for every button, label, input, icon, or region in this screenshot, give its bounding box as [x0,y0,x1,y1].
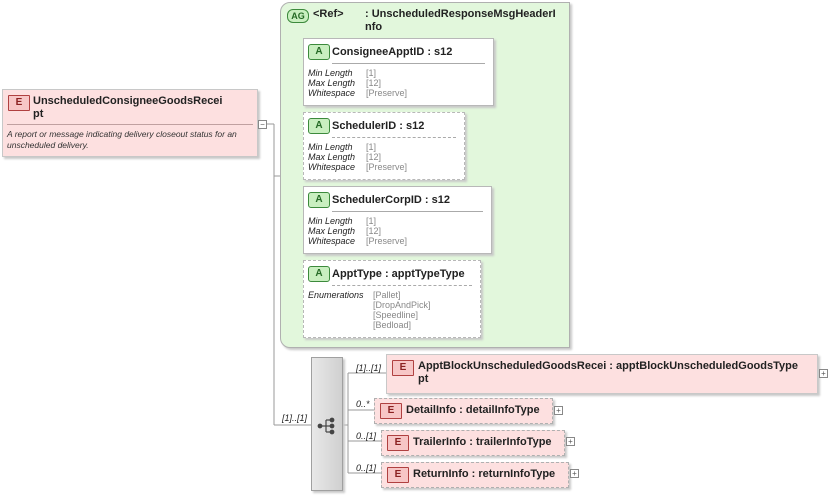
child-cardinality: [1]..[1] [356,363,382,373]
facet-value: [Preserve] [366,162,408,172]
expand-icon[interactable]: + [819,369,828,378]
element-tag-icon: E [8,95,30,111]
expand-icon[interactable]: + [554,406,563,415]
collapse-icon[interactable]: − [258,120,267,129]
element-tag-icon: E [380,403,402,419]
facet-value: [1] [366,216,377,226]
root-element-name: UnscheduledConsigneeGoodsRecei pt [33,95,223,120]
facet-name: Max Length [308,152,356,162]
facet-value: [12] [366,78,382,88]
attribute-schedulerid[interactable]: A SchedulerID : s12 Min Length [1] Max L… [303,112,465,180]
element-tag-icon: E [392,360,414,376]
child-cardinality: 0..[1] [356,431,377,441]
enum-value: [Speedline] [373,310,419,320]
attribute-title: SchedulerCorpID : s12 [332,194,450,206]
attribute-tag-icon: A [308,44,330,60]
facet-value: [Preserve] [366,88,408,98]
expand-icon[interactable]: + [570,469,579,478]
element-tag-icon: E [387,467,409,483]
element-trailerinfo[interactable]: E TrailerInfo : trailerInfoType [381,430,565,456]
facet-name: Enumerations [308,290,364,300]
facet-name: Max Length [308,226,356,236]
attribute-group-name: : UnscheduledResponseMsgHeaderI nfo [365,8,556,33]
element-detailinfo[interactable]: E DetailInfo : detailInfoType [374,398,553,424]
facet-value: [1] [366,142,377,152]
attribute-tag-icon: A [308,266,330,282]
facet-name: Min Length [308,142,353,152]
enum-value: [Pallet] [373,290,401,300]
attribute-separator [332,63,485,64]
attribute-title: SchedulerID : s12 [332,120,425,132]
facet-value: [12] [366,226,382,236]
facet-name: Min Length [308,216,353,226]
facet-name: Whitespace [308,88,356,98]
facet-name: Whitespace [308,162,356,172]
element-name: DetailInfo : detailInfoType [406,404,540,416]
element-name: ApptBlockUnscheduledGoodsRecei : apptBlo… [418,360,798,385]
facet-name: Min Length [308,68,353,78]
attribute-separator [332,137,456,138]
attribute-consigneeapptid[interactable]: A ConsigneeApptID : s12 Min Length [1] M… [303,38,494,106]
attribute-group-ref: <Ref> [313,8,344,20]
enum-value: [DropAndPick] [373,300,431,310]
facet-value: [Preserve] [366,236,408,246]
attribute-tag-icon: A [308,192,330,208]
root-separator [7,124,253,125]
element-name: ReturnInfo : returnInfoType [413,468,556,480]
sequence-icon [317,417,335,435]
element-apptblockunscheduledgoodsreceipt[interactable]: E ApptBlockUnscheduledGoodsRecei : apptB… [386,354,818,394]
root-description: A report or message indicating delivery … [7,129,237,150]
child-cardinality: 0..[1] [356,463,377,473]
facet-name: Max Length [308,78,356,88]
facet-name: Whitespace [308,236,356,246]
element-tag-icon: E [387,435,409,451]
element-name: TrailerInfo : trailerInfoType [413,436,552,448]
attribute-group-tag-icon: AG [287,9,309,23]
attribute-appttype[interactable]: A ApptType : apptTypeType Enumerations [… [303,260,481,338]
attribute-title: ApptType : apptTypeType [332,268,465,280]
sequence-cardinality: [1]..[1] [282,413,308,423]
root-element[interactable]: E UnscheduledConsigneeGoodsRecei pt A re… [2,89,258,157]
attribute-schedulercorpid[interactable]: A SchedulerCorpID : s12 Min Length [1] M… [303,186,492,254]
child-cardinality: 0..* [356,399,370,409]
element-returninfo[interactable]: E ReturnInfo : returnInfoType [381,462,569,488]
enum-value: [Bedload] [373,320,412,330]
facet-value: [12] [366,152,382,162]
facet-value: [1] [366,68,377,78]
attribute-separator [332,211,483,212]
attribute-title: ConsigneeApptID : s12 [332,46,453,58]
attribute-separator [332,285,472,286]
expand-icon[interactable]: + [566,437,575,446]
sequence-compositor[interactable] [311,357,343,491]
attribute-tag-icon: A [308,118,330,134]
